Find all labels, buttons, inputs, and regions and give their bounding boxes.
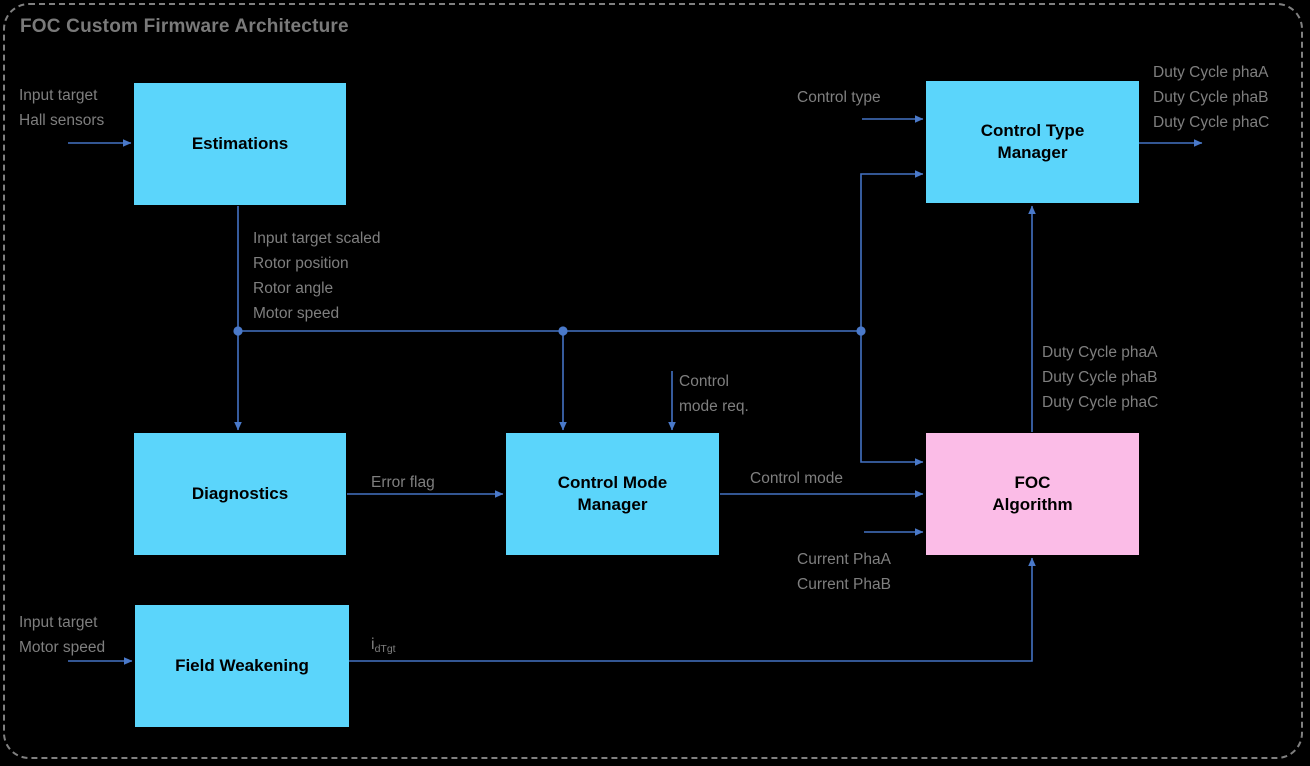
block-control-type-manager-label-line1: Control Type [980, 120, 1085, 140]
label-foc-duty-c: Duty Cycle phaC [1042, 394, 1159, 412]
label-bus-signals: Input target scaled Rotor position Rotor… [253, 226, 381, 326]
label-foc-outputs: Duty Cycle phaA Duty Cycle phaB Duty Cyc… [1042, 340, 1158, 415]
junction-dot-cmm [558, 326, 568, 336]
block-diagnostics[interactable]: Diagnostics [134, 433, 346, 555]
label-current-phaa: Current PhaA [797, 551, 891, 568]
wire-idtgt [349, 557, 1036, 662]
block-estimations-label: Estimations [191, 133, 289, 153]
label-id-tgt-main: i [371, 636, 375, 653]
junction-dot-estimations [233, 326, 243, 336]
label-ctm-duty-a: Duty Cycle phaA [1153, 64, 1269, 81]
junction-dots [233, 326, 866, 336]
block-foc-algorithm-label-line1: FOC [1014, 472, 1051, 492]
wire-bus-to-ctm [860, 170, 924, 331]
label-fw-motor-speed: Motor speed [19, 639, 106, 657]
label-motor-speed: Motor speed [253, 305, 340, 323]
label-control-mode: Control mode [750, 470, 844, 487]
wire-bus-to-foc [860, 331, 924, 466]
label-ctm-outputs: Duty Cycle phaA Duty Cycle phaB Duty Cyc… [1153, 60, 1269, 135]
block-control-mode-manager[interactable]: Control Mode Manager [506, 433, 719, 555]
label-ctm-duty-c: Duty Cycle phaC [1153, 114, 1270, 132]
label-control-type: Control type [797, 89, 881, 106]
label-input-target-scaled: Input target scaled [253, 230, 381, 247]
label-foc-duty-b: Duty Cycle phaB [1042, 369, 1158, 387]
block-control-type-manager[interactable]: Control Type Manager [926, 81, 1139, 203]
block-foc-algorithm[interactable]: FOC Algorithm [926, 433, 1139, 555]
block-estimations[interactable]: Estimations [134, 83, 346, 205]
label-fw-inputs: Input target Motor speed [19, 610, 105, 660]
label-ctm-duty-b: Duty Cycle phaB [1153, 89, 1269, 107]
label-current-phab: Current PhaB [797, 576, 891, 594]
label-rotor-angle: Rotor angle [253, 280, 334, 298]
block-control-type-manager-label-line2: Manager [997, 143, 1068, 162]
block-control-mode-manager-label-line2: Manager [577, 495, 648, 514]
label-hall-sensors: Hall sensors [19, 112, 105, 130]
block-diagnostics-label: Diagnostics [191, 483, 289, 503]
page-title: FOC Custom Firmware Architecture [20, 16, 349, 37]
block-foc-algorithm-label-line2: Algorithm [992, 495, 1073, 514]
label-control-mode-req: Control mode req. [679, 369, 749, 419]
label-rotor-position: Rotor position [253, 255, 349, 273]
label-id-tgt-sub: dTgt [374, 643, 396, 655]
block-field-weakening-label: Field Weakening [175, 655, 309, 675]
label-estimations-inputs: Input target Hall sensors [19, 83, 104, 133]
junction-dot-right [856, 326, 866, 336]
label-fw-input-target: Input target [19, 614, 98, 631]
block-control-mode-manager-label-line1: Control Mode [557, 472, 668, 492]
label-foc-duty-a: Duty Cycle phaA [1042, 344, 1158, 361]
label-error-flag: Error flag [371, 474, 435, 491]
block-field-weakening[interactable]: Field Weakening [135, 605, 349, 727]
label-control-mode-req-line2: mode req. [679, 398, 749, 416]
label-id-tgt: idTgt [371, 632, 396, 658]
label-input-target: Input target [19, 87, 98, 104]
label-currents: Current PhaA Current PhaB [797, 547, 891, 597]
label-control-mode-req-line1: Control [679, 373, 729, 390]
